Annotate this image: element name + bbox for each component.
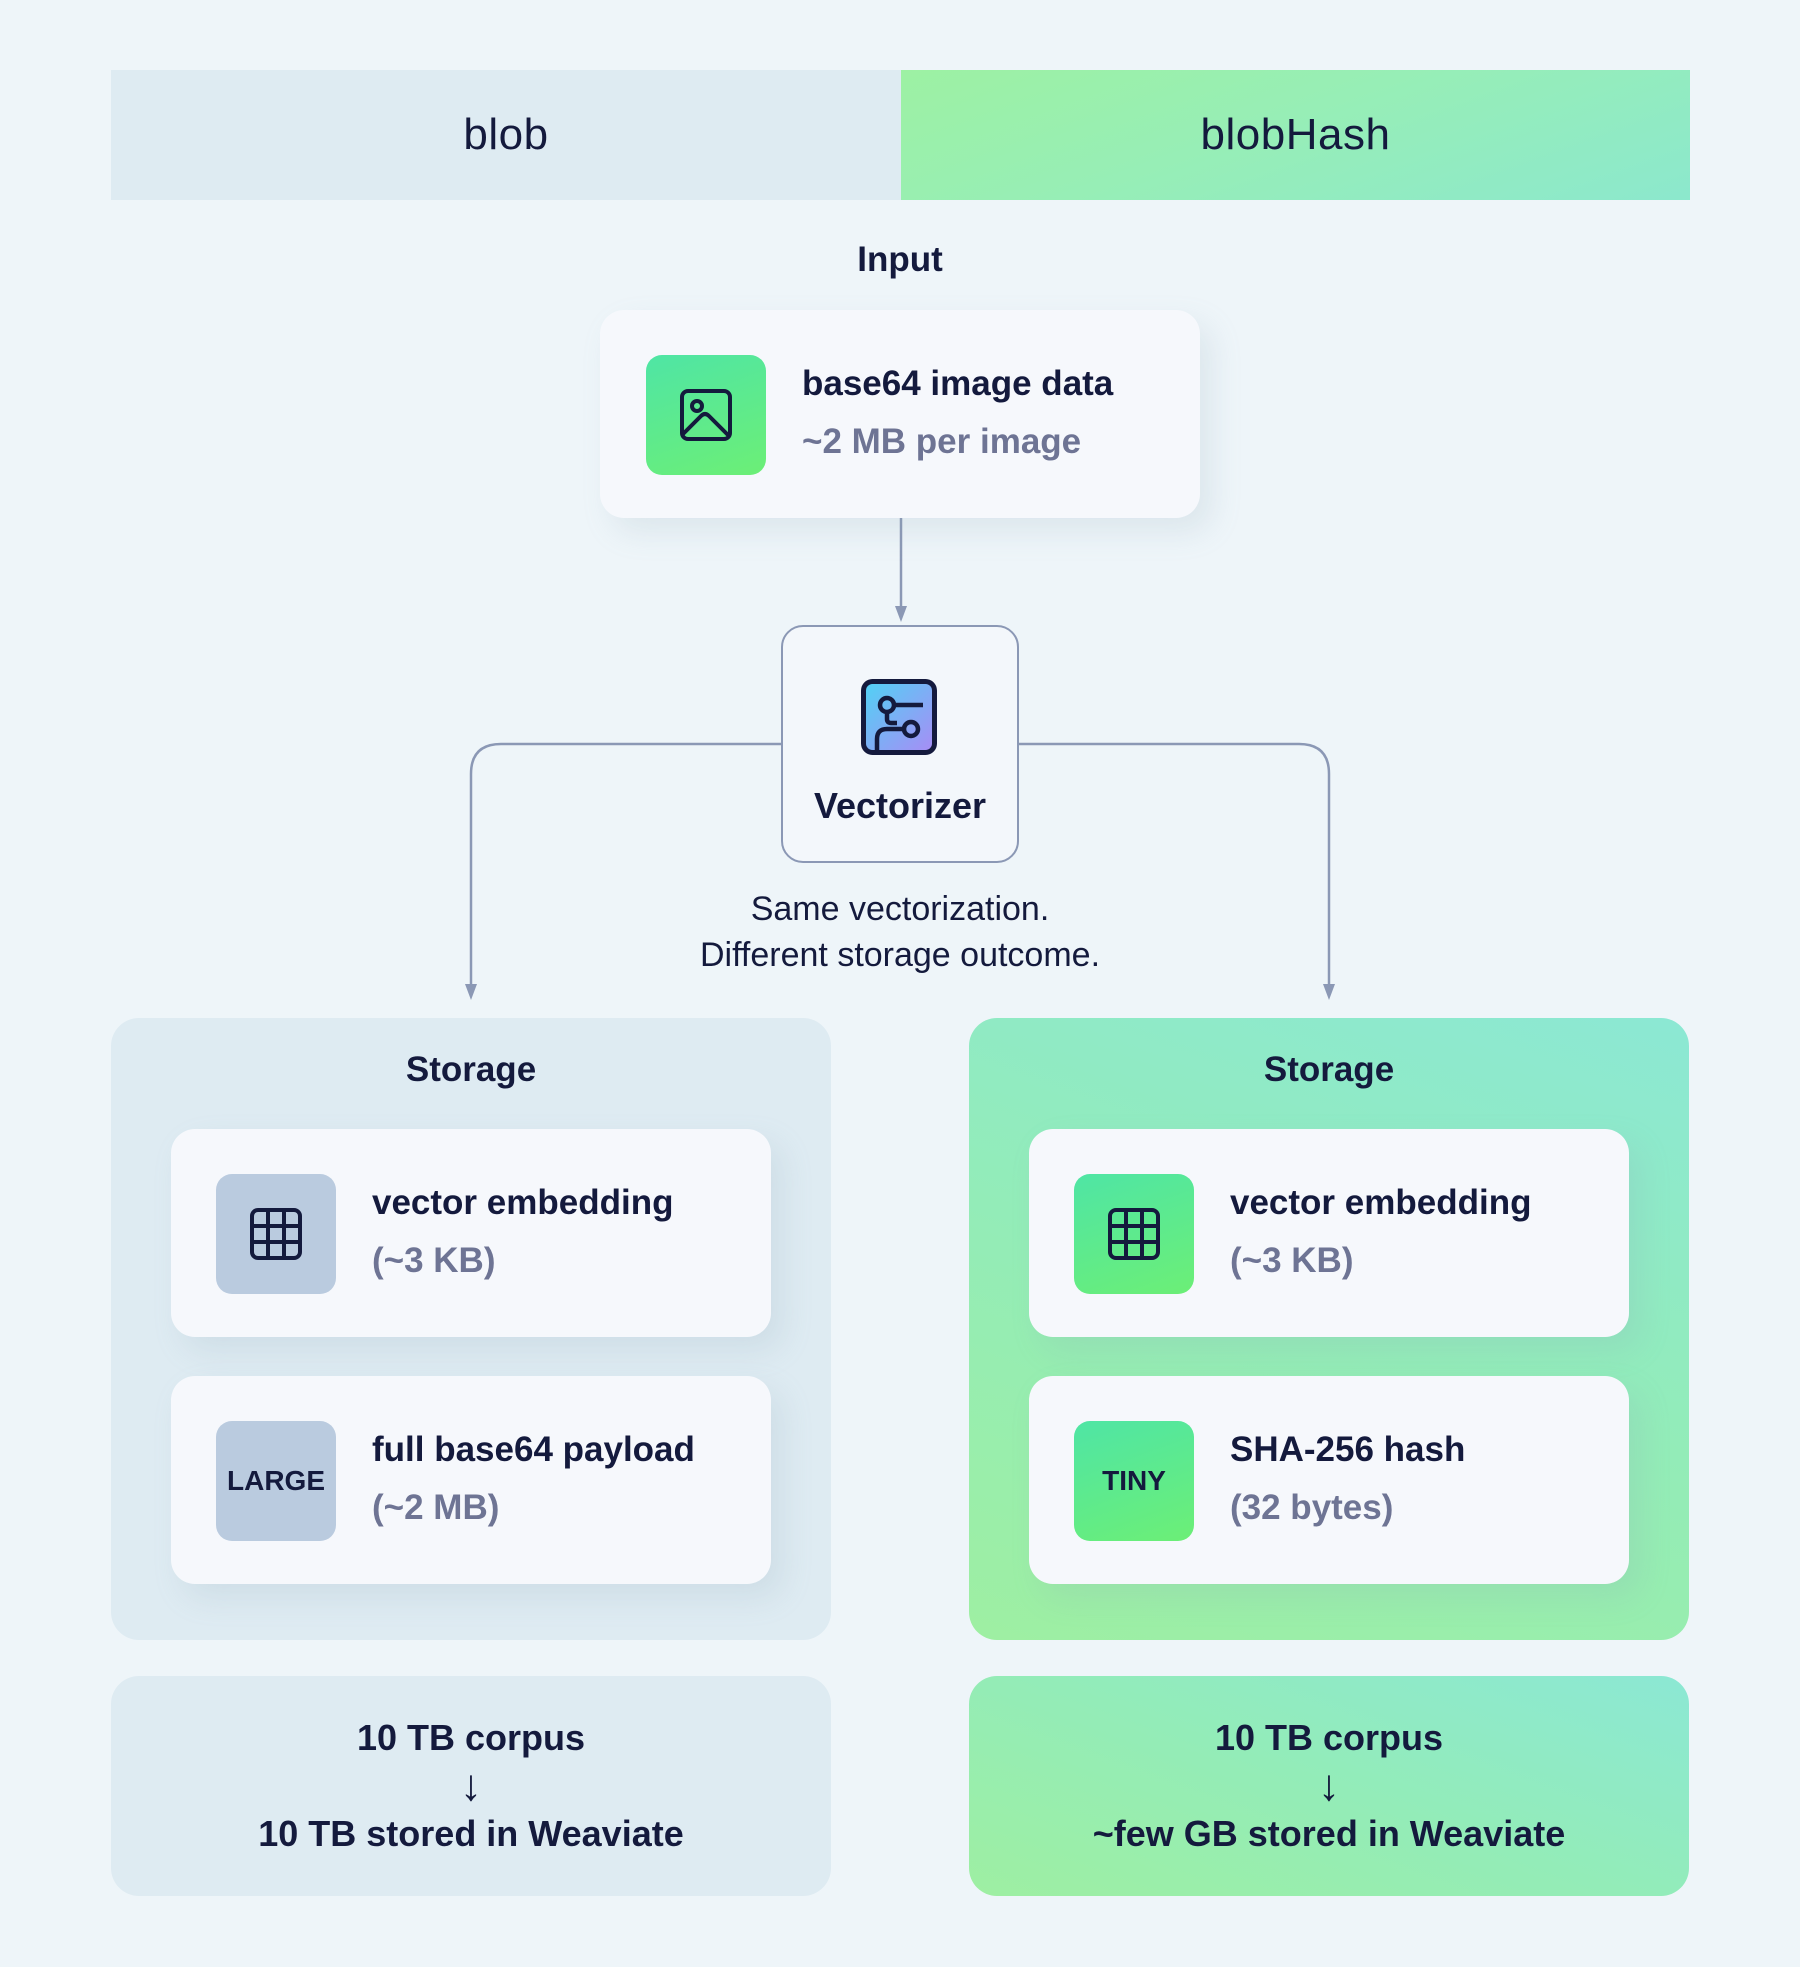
down-arrow-icon: ↓ bbox=[1318, 1761, 1340, 1810]
input-title: base64 image data bbox=[802, 364, 1114, 403]
header-blob: blob bbox=[111, 70, 901, 200]
blobhash-storage-panel: Storage vector embedding (~3 KB) TINY SH… bbox=[969, 1018, 1689, 1640]
blob-summary: 10 TB corpus ↓ 10 TB stored in Weaviate bbox=[111, 1676, 831, 1896]
tiny-badge-tile: TINY bbox=[1074, 1421, 1194, 1541]
image-icon-tile bbox=[646, 355, 766, 475]
vectorizer-box bbox=[781, 625, 1019, 863]
blob-storage-label: Storage bbox=[405, 1050, 537, 1089]
blobhash-summary-line1: 10 TB corpus bbox=[1214, 1717, 1444, 1758]
grid-icon bbox=[1108, 1208, 1160, 1260]
blobhash-item-1-subtitle: (~3 KB) bbox=[1230, 1241, 1354, 1280]
large-badge-tile: LARGE bbox=[216, 1421, 336, 1541]
image-icon bbox=[680, 389, 732, 441]
blob-payload-card: LARGE full base64 payload (~2 MB) bbox=[171, 1376, 771, 1584]
large-badge: LARGE bbox=[227, 1465, 325, 1496]
blobhash-summary: 10 TB corpus ↓ ~few GB stored in Weaviat… bbox=[969, 1676, 1689, 1896]
blob-summary-line2: 10 TB stored in Weaviate bbox=[258, 1813, 684, 1854]
blobhash-hash-card: TINY SHA-256 hash (32 bytes) bbox=[1029, 1376, 1629, 1584]
blob-item-2-title: full base64 payload bbox=[372, 1430, 695, 1469]
blob-storage-panel: Storage vector embedding (~3 KB) LARGE f… bbox=[111, 1018, 831, 1640]
blobhash-vector-embedding-card: vector embedding (~3 KB) bbox=[1029, 1129, 1629, 1337]
header-blobhash-label: blobHash bbox=[1200, 110, 1391, 159]
blobhash-item-1-title: vector embedding bbox=[1230, 1183, 1532, 1222]
grid-icon bbox=[250, 1208, 302, 1260]
header-blob-label: blob bbox=[463, 110, 549, 159]
header-blobhash: blobHash bbox=[901, 70, 1690, 200]
tiny-badge: TINY bbox=[1102, 1465, 1166, 1496]
vectorizer-caption-line2: Different storage outcome. bbox=[699, 936, 1101, 974]
grid-icon-tile bbox=[216, 1174, 336, 1294]
blobhash-item-2-subtitle: (32 bytes) bbox=[1230, 1488, 1394, 1527]
input-subtitle: ~2 MB per image bbox=[802, 422, 1082, 461]
vectorizer-to-blob-arrow bbox=[465, 742, 781, 1000]
blobhash-storage-label: Storage bbox=[1263, 1050, 1395, 1089]
blob-item-1-title: vector embedding bbox=[372, 1183, 674, 1222]
blob-item-1-subtitle: (~3 KB) bbox=[372, 1241, 496, 1280]
input-card: base64 image data ~2 MB per image bbox=[600, 310, 1200, 518]
blobhash-summary-line2: ~few GB stored in Weaviate bbox=[1092, 1813, 1566, 1854]
vectorizer-label: Vectorizer bbox=[813, 785, 987, 826]
vectorizer-caption-line1: Same vectorization. bbox=[750, 890, 1050, 928]
vectorizer-icon bbox=[861, 679, 937, 755]
blob-summary-line1: 10 TB corpus bbox=[356, 1717, 586, 1758]
input-label: Input bbox=[857, 240, 943, 279]
down-arrow-icon: ↓ bbox=[460, 1761, 482, 1810]
blob-item-2-subtitle: (~2 MB) bbox=[372, 1488, 500, 1527]
blob-vector-embedding-card: vector embedding (~3 KB) bbox=[171, 1129, 771, 1337]
vectorizer-to-blobhash-arrow bbox=[1019, 742, 1335, 1000]
blobhash-item-2-title: SHA-256 hash bbox=[1230, 1430, 1466, 1469]
grid-icon-tile bbox=[1074, 1174, 1194, 1294]
